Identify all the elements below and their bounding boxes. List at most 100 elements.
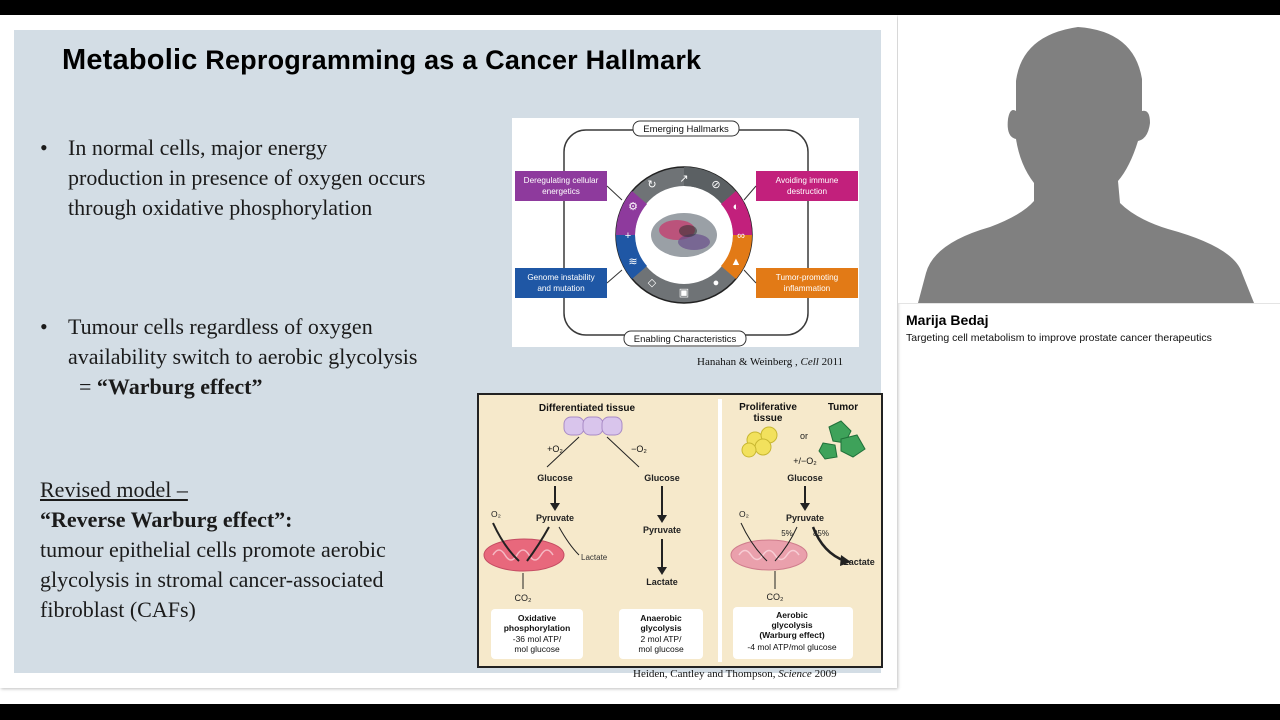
box-oxphos-line1: Oxidative <box>518 613 557 623</box>
hallmarks-wheel: ↗ ⊘ ◐ ∞ ▲ ● ▣ ◇ ≋ + ⚙ ↻ <box>615 166 753 304</box>
bullet-text-end: = <box>79 374 97 399</box>
label-lactate-minor: Lactate <box>581 553 608 562</box>
slide-title-rest: Reprogramming as a Cancer Hallmark <box>205 45 702 75</box>
label-minus-o2: −O₂ <box>631 444 647 454</box>
citation-heiden-journal: Science <box>778 668 812 680</box>
bullet-text-start: Tumour cells regardless of oxygen availa… <box>68 314 418 369</box>
revised-model-heading: Revised model – <box>40 477 188 502</box>
box-avoiding-immune <box>756 171 858 201</box>
box-deregulating-energetics <box>515 171 607 201</box>
label-co2-oxphos: CO₂ <box>515 593 533 603</box>
hallmarks-diagram: Emerging Hallmarks Enabling Characterist… <box>515 120 858 347</box>
box-aerobic-line3: (Warburg effect) <box>759 630 824 640</box>
label-5-percent: 5% <box>781 529 793 538</box>
box-inflammation-line1: Tumor-promoting <box>776 273 839 282</box>
mitochondrion-right <box>730 539 808 571</box>
differentiated-cells <box>563 416 623 436</box>
revised-model-block: Revised model – “Reverse Warburg effect”… <box>40 475 420 625</box>
label-lactate-anaerobic: Lactate <box>646 577 678 587</box>
top-black-bar <box>0 0 1280 15</box>
svg-text:▲: ▲ <box>731 256 742 268</box>
box-deregulating-line2: energetics <box>542 187 580 196</box>
citation-hanahan-journal: Cell <box>800 356 819 368</box>
proliferative-cells <box>741 426 778 458</box>
box-anaerobic-line2: glycolysis <box>640 623 681 633</box>
svg-text:▣: ▣ <box>679 287 689 299</box>
label-tumor: Tumor <box>828 402 858 413</box>
label-plusminus-o2: +/−O₂ <box>793 456 817 466</box>
box-oxphos-line3: -36 mol ATP/ <box>513 634 562 644</box>
label-pyruvate-oxphos: Pyruvate <box>536 513 574 523</box>
box-anaerobic-line1: Anaerobic <box>640 613 682 623</box>
svg-text:⊘: ⊘ <box>711 179 720 191</box>
presenter-name: Marija Bedaj <box>906 312 989 328</box>
mitochondrion-left <box>483 538 565 572</box>
box-genome-line1: Genome instability <box>527 273 595 282</box>
svg-text:↗: ↗ <box>679 173 688 185</box>
bottom-black-bar <box>0 704 1280 720</box>
label-co2-aerobic: CO₂ <box>767 592 785 602</box>
hallmarks-figure: Emerging Hallmarks Enabling Characterist… <box>512 118 859 347</box>
svg-text:↻: ↻ <box>647 179 656 191</box>
citation-hanahan: Hanahan & Weinberg , Cell 2011 <box>697 356 843 368</box>
citation-heiden: Heiden, Cantley and Thompson, Science 20… <box>633 668 837 680</box>
label-lactate-aerobic: Lactate <box>843 557 875 567</box>
slide: Metabolic Reprogramming as a Cancer Hall… <box>14 30 883 680</box>
box-oxphos-line2: phosphorylation <box>504 623 571 633</box>
svg-text:◇: ◇ <box>648 277 657 289</box>
bullet-text: In normal cells, major energy production… <box>68 135 426 220</box>
reverse-warburg-label: “Reverse Warburg effect”: <box>40 507 293 532</box>
box-anaerobic-line4: mol glucose <box>638 644 684 654</box>
box-immune-line1: Avoiding immune <box>776 176 839 185</box>
label-proliferative-line1: Proliferative <box>739 402 797 413</box>
warburg-effect-label: “Warburg effect” <box>96 374 263 399</box>
box-aerobic-line2: glycolysis <box>771 620 812 630</box>
emerging-hallmarks-label: Emerging Hallmarks <box>643 124 729 135</box>
citation-heiden-year: 2009 <box>811 668 837 680</box>
citation-hanahan-year: 2011 <box>818 356 844 368</box>
svg-text:●: ● <box>713 277 720 289</box>
box-deregulating-line1: Deregulating cellular <box>524 176 599 185</box>
label-o2-aerobic: O₂ <box>739 509 749 519</box>
box-genome-instability <box>515 268 607 298</box>
label-differentiated-tissue: Differentiated tissue <box>539 403 636 414</box>
label-pyruvate-anaerobic: Pyruvate <box>643 525 681 535</box>
slide-frame: Metabolic Reprogramming as a Cancer Hall… <box>0 15 897 688</box>
citation-hanahan-authors: Hanahan & Weinberg , <box>697 356 801 368</box>
label-85-percent: 85% <box>813 529 829 538</box>
svg-text:◐: ◐ <box>733 201 740 213</box>
label-glucose-anaerobic: Glucose <box>644 473 680 483</box>
bullet-marker: • <box>40 314 48 339</box>
label-pyruvate-aerobic: Pyruvate <box>786 513 824 523</box>
label-plus-o2: +O₂ <box>547 444 563 454</box>
slide-title: Metabolic Reprogramming as a Cancer Hall… <box>62 44 701 77</box>
box-genome-line2: and mutation <box>537 284 585 293</box>
box-immune-line2: destruction <box>787 187 827 196</box>
presenter-divider <box>898 303 1280 304</box>
box-aerobic-line4: -4 mol ATP/mol glucose <box>747 642 836 652</box>
bullet-marker: • <box>40 135 48 160</box>
warburg-figure: Differentiated tissue +O₂ −O₂ Glucose Gl… <box>477 393 883 668</box>
label-or: or <box>800 431 808 441</box>
enabling-characteristics-label: Enabling Characteristics <box>634 334 737 345</box>
label-o2-oxphos: O₂ <box>491 509 501 519</box>
revised-model-body: tumour epithelial cells promote aerobic … <box>40 537 386 622</box>
label-glucose-oxphos: Glucose <box>537 473 573 483</box>
box-inflammation-line2: inflammation <box>784 284 831 293</box>
box-tumor-inflammation <box>756 268 858 298</box>
svg-text:≋: ≋ <box>628 256 637 268</box>
warburg-diagram: Differentiated tissue +O₂ −O₂ Glucose Gl… <box>479 395 881 666</box>
label-glucose-aerobic: Glucose <box>787 473 823 483</box>
svg-text:⚙: ⚙ <box>628 201 638 213</box>
box-oxphos-line4: mol glucose <box>514 644 560 654</box>
svg-text:+: + <box>625 230 631 242</box>
presenter-talk-title: Targeting cell metabolism to improve pro… <box>906 332 1212 344</box>
tumor-cells <box>818 420 866 460</box>
bullet-text: Tumour cells regardless of oxygen availa… <box>68 312 428 402</box>
citation-heiden-authors: Heiden, Cantley and Thompson, <box>633 668 779 680</box>
presenter-video <box>898 15 1280 303</box>
person-silhouette-icon <box>918 27 1254 303</box>
label-proliferative-line2: tissue <box>754 413 783 424</box>
slide-title-first-word: Metabolic <box>62 44 198 76</box>
box-anaerobic-line3: 2 mol ATP/ <box>641 634 683 644</box>
